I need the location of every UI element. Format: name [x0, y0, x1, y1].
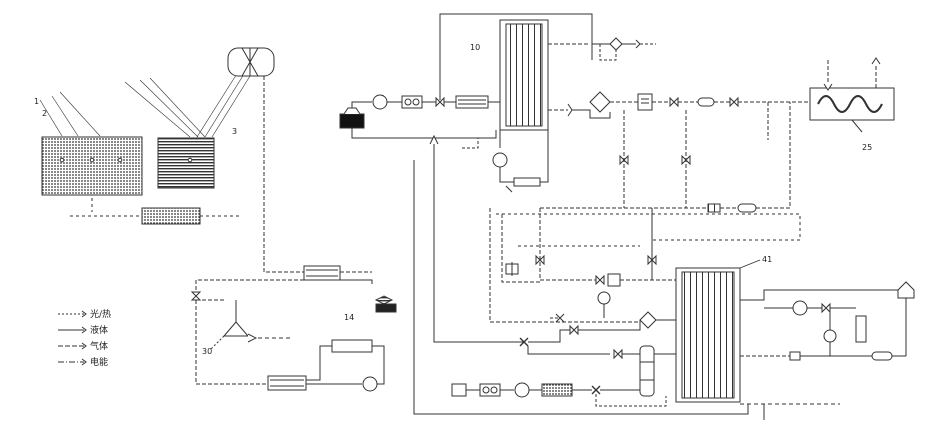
pump-lower — [515, 383, 529, 397]
valve-right — [822, 304, 830, 312]
heat-exchanger-1 — [304, 266, 340, 280]
valve-gas-2 — [730, 98, 738, 106]
label-14: 14 — [344, 313, 354, 322]
flowmeter-1 — [698, 98, 714, 106]
valve-lower-2 — [614, 350, 622, 358]
pump-right-2 — [824, 330, 836, 342]
compressor-box — [638, 94, 652, 110]
pump-mid — [598, 292, 610, 304]
receiver-tank — [228, 48, 274, 76]
heater-small — [332, 340, 372, 352]
gas-valve-left — [192, 292, 200, 300]
label-41: 41 — [762, 255, 772, 264]
separator-2 — [640, 312, 656, 328]
legend-item-light-heat: 光/热 — [58, 308, 111, 320]
legend-label-light-heat: 光/热 — [90, 308, 111, 320]
flowmeter-mid — [738, 204, 756, 212]
legend-label-electric: 电能 — [90, 356, 108, 368]
legend-label-liquid: 液体 — [90, 324, 108, 336]
flowmeter-right — [872, 352, 892, 360]
valve-branch-1 — [620, 156, 628, 164]
valve-branch-2 — [682, 156, 690, 164]
cooler-reactor — [514, 178, 540, 186]
solar-receiver-top — [340, 114, 364, 128]
valve-mid — [596, 276, 604, 284]
filter-top — [610, 38, 622, 50]
label-3: 3 — [232, 127, 237, 136]
solar-receiver-14 — [376, 296, 392, 304]
receiver-feed-line — [264, 76, 304, 272]
pump-reactor — [493, 153, 507, 167]
turbine — [224, 300, 248, 336]
legend-label-gas: 气体 — [90, 340, 108, 352]
battery-14 — [376, 304, 396, 312]
label-30: 30 — [202, 347, 212, 356]
label-2: 2 — [42, 109, 47, 118]
valve-gas-1 — [670, 98, 678, 106]
house-load — [898, 282, 914, 298]
preheater-top — [456, 96, 488, 108]
cooler-right — [856, 316, 866, 342]
thermal-storage-block — [142, 208, 200, 224]
label-25: 25 — [862, 143, 872, 152]
legend-item-gas: 气体 — [58, 340, 108, 352]
separator-1 — [590, 92, 610, 112]
heat-exchanger-2 — [268, 376, 306, 390]
legend-item-electric: 电能 — [58, 356, 108, 368]
filter-mid — [708, 204, 720, 212]
gauge-left — [506, 262, 518, 276]
preheater-lower — [542, 384, 572, 396]
sun-rays — [40, 72, 250, 137]
solar-concentrator-panel — [158, 138, 214, 188]
legend-item-liquid: 液体 — [58, 324, 108, 336]
solar-collector-panel — [42, 137, 142, 195]
label-1: 1 — [34, 97, 39, 106]
feed-box — [452, 384, 466, 396]
pump-top — [373, 95, 387, 109]
component-labels: 1 2 3 10 14 25 30 41 — [34, 43, 872, 356]
label-10: 10 — [470, 43, 480, 52]
valve-lower-1 — [570, 326, 578, 334]
pump-right — [793, 301, 807, 315]
tank-lower — [640, 346, 654, 396]
legend: 光/热 液体 气体 电能 — [58, 308, 111, 368]
pump-lower-left — [363, 377, 377, 391]
